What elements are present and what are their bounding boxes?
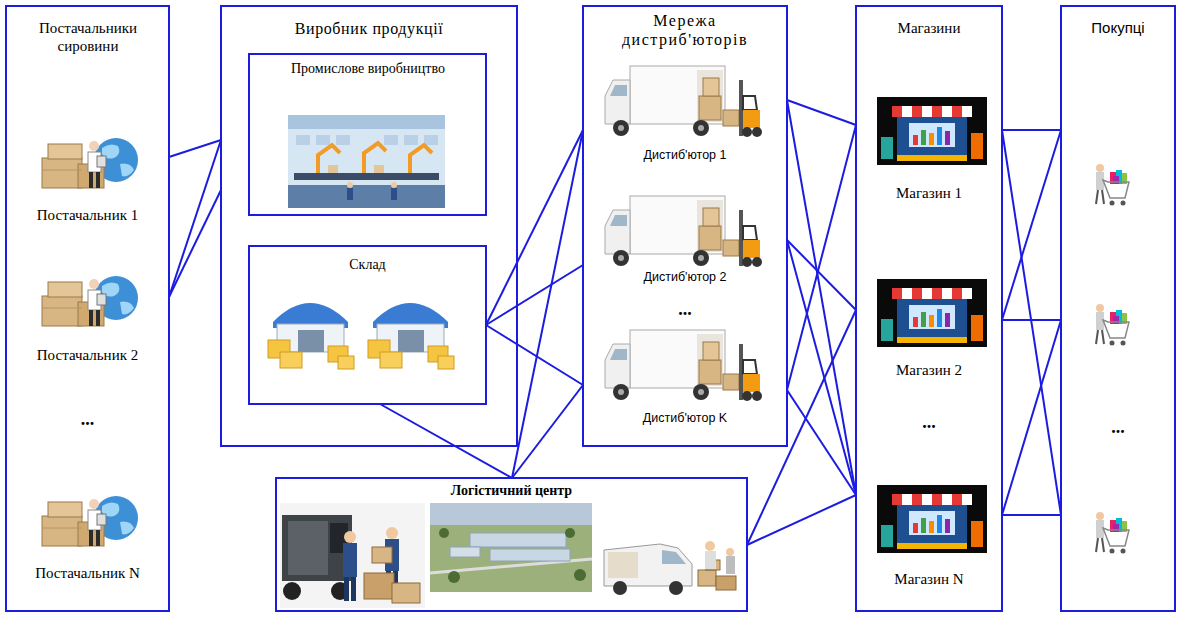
- connector-line: [512, 130, 583, 478]
- manufacturer-box: Виробник продукціїПромислове виробництво…: [220, 5, 518, 447]
- connector-line: [169, 190, 221, 297]
- connector-line: [169, 140, 221, 297]
- connector-line: [787, 390, 856, 495]
- item-label: Магазин N: [857, 570, 1001, 588]
- box-heading: Промислове виробництво: [283, 61, 453, 78]
- buyer-column: Покупці...: [1060, 5, 1176, 612]
- connector-line: [787, 240, 856, 495]
- truck-icon: [605, 196, 762, 267]
- connector-line: [787, 125, 856, 390]
- shop-icon: [877, 279, 987, 347]
- connector-line: [747, 495, 856, 545]
- item-label: Постачальник N: [7, 564, 168, 582]
- ellipsis: ...: [1062, 417, 1174, 439]
- box-heading: Виробник продукції: [222, 19, 516, 38]
- connector-line: [787, 100, 856, 125]
- item-label: Дистиб'ютор K: [584, 411, 786, 426]
- box-heading: Логістичний центр: [277, 483, 746, 500]
- ellipsis: ...: [584, 299, 786, 321]
- connector-line: [1002, 129, 1061, 131]
- cart-icon: [1096, 304, 1129, 346]
- connector-line: [486, 130, 583, 325]
- aerial-photo: [430, 503, 592, 592]
- column-heading: Постачальники сировини: [23, 19, 153, 55]
- item-label: Дистиб'ютор 2: [584, 270, 786, 285]
- supplier-icon: [42, 276, 138, 326]
- connector-line: [1002, 320, 1061, 515]
- cart-icon: [1096, 164, 1129, 206]
- connector-line: [169, 140, 221, 157]
- warehouse-icon: [268, 303, 354, 369]
- connector-line: [380, 404, 512, 478]
- item-label: Магазин 1: [857, 184, 1001, 202]
- ellipsis: ...: [857, 412, 1001, 434]
- logistics-box: Логістичний центр: [275, 477, 748, 612]
- column-heading: Магазини: [857, 19, 1001, 37]
- supplier-icon: [42, 138, 138, 188]
- truck-icon: [605, 330, 762, 401]
- connector-line: [1002, 130, 1061, 515]
- shop-icon: [877, 485, 987, 553]
- connector-line: [512, 385, 583, 478]
- column-heading: Покупці: [1062, 19, 1174, 37]
- distributor-column: Мережа дистриб'юторівДистиб'ютор 1 Дистиб…: [582, 5, 788, 447]
- connector-line: [1002, 514, 1061, 516]
- van-photo: [600, 530, 743, 600]
- factory-picture: [288, 115, 445, 208]
- shop-icon: [877, 97, 987, 165]
- box-heading: Склад: [250, 257, 485, 274]
- cart-icon: [1096, 512, 1129, 554]
- connector-line: [486, 325, 583, 385]
- supplier-column: Постачальники сировиниПостачальник 1 Пост…: [5, 5, 170, 612]
- connector-line: [486, 265, 583, 325]
- item-label: Постачальник 1: [7, 206, 168, 224]
- warehouse-icon: [368, 303, 454, 369]
- item-label: Дистиб'ютор 1: [584, 148, 786, 163]
- truck-icon: [605, 66, 762, 137]
- connector-line: [747, 310, 856, 545]
- loading-photo: [280, 503, 425, 608]
- item-label: Постачальник 2: [7, 346, 168, 364]
- item-label: Магазин 2: [857, 361, 1001, 379]
- warehouse-box: Склад: [248, 245, 487, 405]
- shop-column: МагазиниМагазин 1 Магазин 2... Магазин N: [855, 5, 1003, 612]
- ellipsis: ...: [7, 409, 168, 431]
- column-heading: Мережа дистриб'юторів: [600, 11, 770, 49]
- connector-line: [1002, 130, 1061, 320]
- production-box: Промислове виробництво: [248, 53, 487, 216]
- supplier-icon: [42, 496, 138, 546]
- connector-line: [1002, 319, 1061, 321]
